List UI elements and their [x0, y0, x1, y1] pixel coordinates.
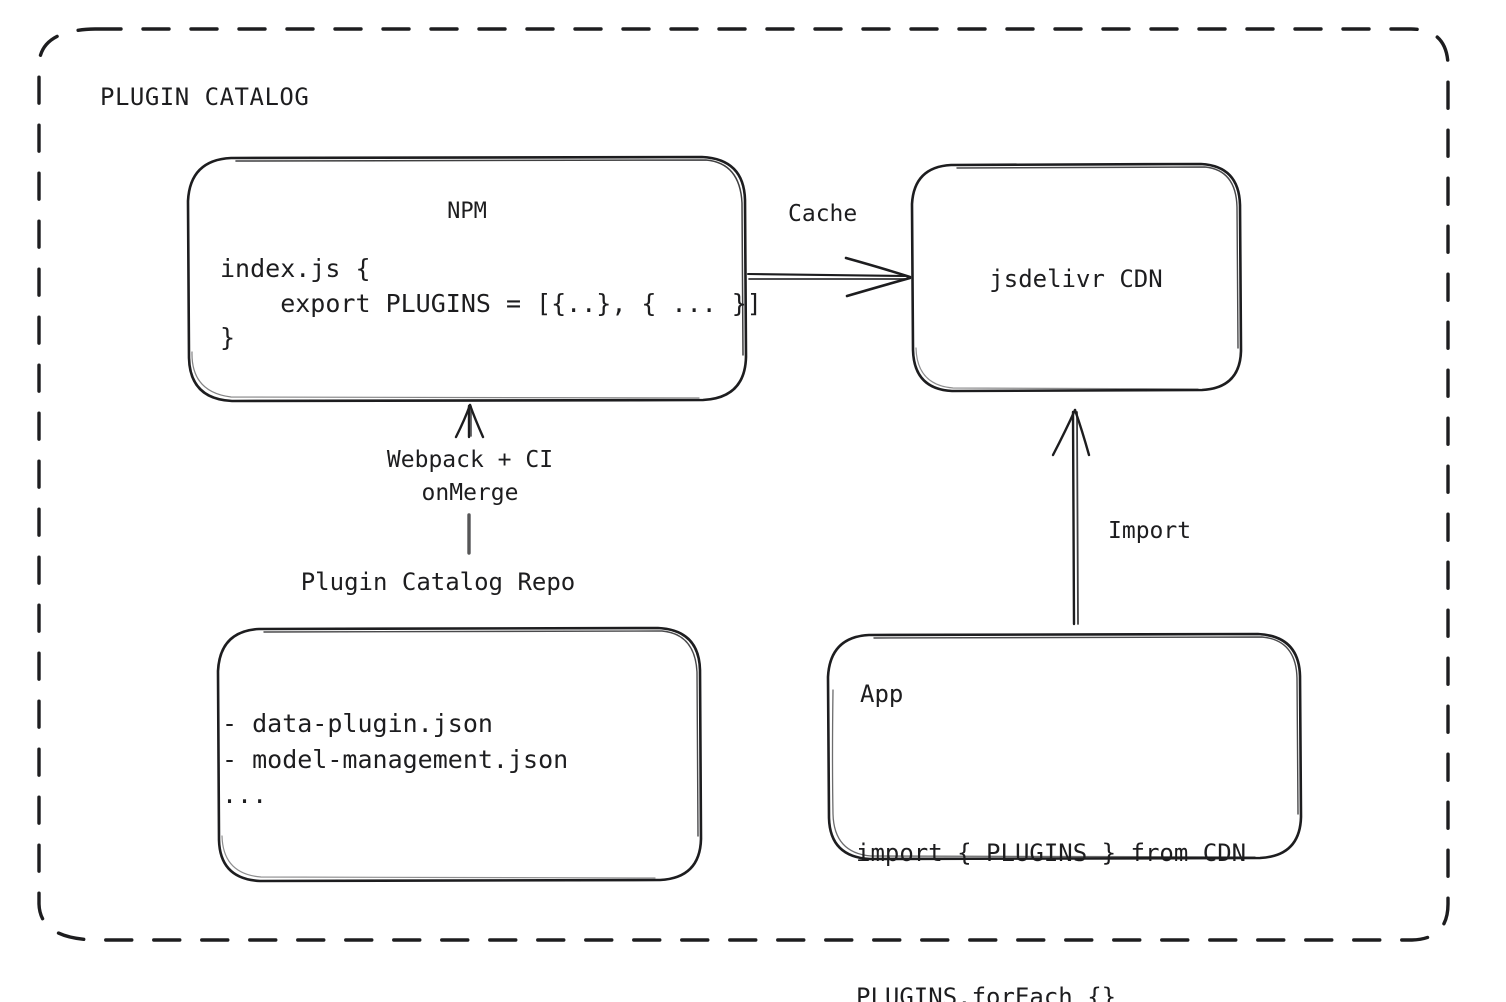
npm-box-outline: [186, 155, 748, 403]
npm-box-outline-sketch-2: [191, 351, 700, 399]
cache-arrow: [746, 256, 912, 298]
app-code-line-2: PLUGINS.forEach {}: [856, 983, 1117, 1002]
npm-node-title: NPM: [447, 199, 487, 224]
app-box-outline: [826, 632, 1303, 861]
repo-box-outline: [216, 626, 703, 883]
npm-box-outline-sketch: [235, 159, 744, 356]
cache-edge-label: Cache: [788, 201, 858, 227]
repo-box-outline-sketch-2: [221, 835, 656, 879]
cdn-box-outline-sketch: [956, 166, 1239, 349]
cdn-box-outline-sketch-2: [915, 347, 1199, 390]
plugin-catalog-boundary: [37, 27, 1450, 942]
app-node-code: import { PLUGINS } from CDN PLUGINS.forE…: [856, 733, 1246, 1002]
page-title: PLUGIN CATALOG: [100, 83, 310, 111]
app-code-line-1: import { PLUGINS } from CDN: [856, 839, 1247, 867]
build-edge-label: Webpack + CI onMerge: [386, 447, 554, 506]
repo-node-items: - data-plugin.json - model-management.js…: [222, 709, 569, 809]
npm-node-code: index.js { export PLUGINS = [{..}, { ...…: [220, 254, 762, 352]
import-arrow: [1051, 408, 1091, 626]
cdn-box-outline: [910, 162, 1243, 393]
app-box-outline-sketch: [873, 636, 1299, 815]
import-edge-label: Import: [1108, 518, 1192, 544]
app-node-title: App: [860, 680, 904, 708]
app-box-outline-sketch-2: [831, 689, 1256, 858]
repo-node-label: Plugin Catalog Repo: [300, 568, 576, 596]
repo-box-outline-sketch: [263, 630, 699, 837]
cdn-node-title: jsdelivr CDN: [989, 265, 1163, 293]
build-arrow: [454, 403, 485, 555]
